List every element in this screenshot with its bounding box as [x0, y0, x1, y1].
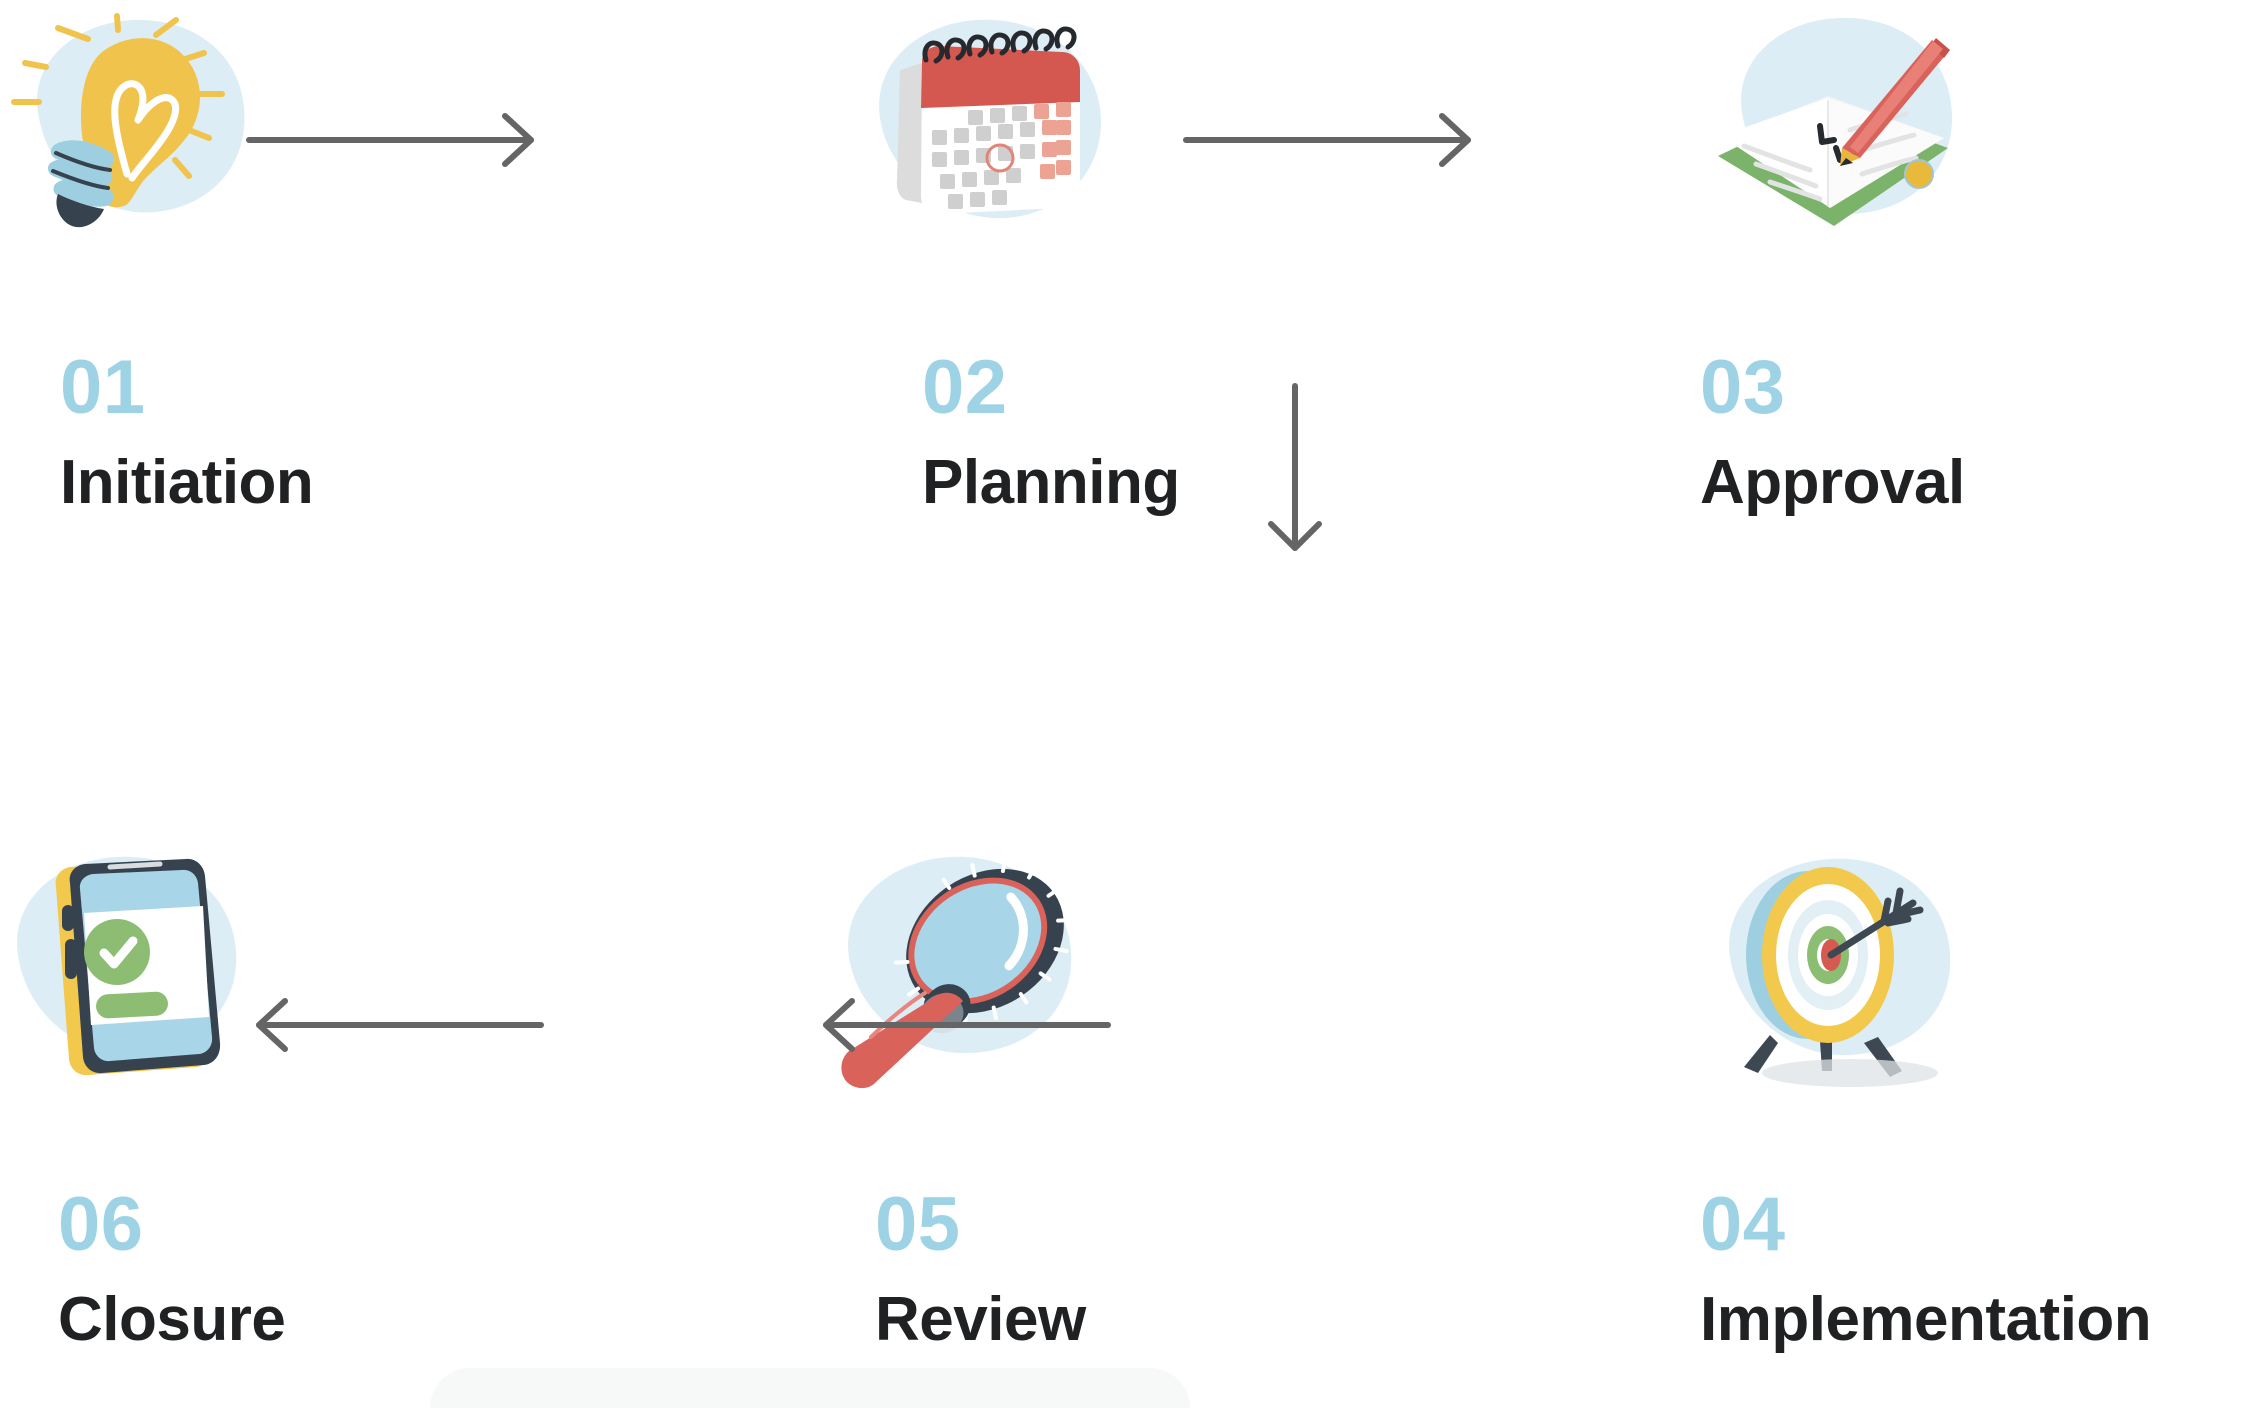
process-step-06[interactable]: 06 Closure	[0, 845, 290, 1351]
step-06-labels: 06 Closure	[0, 1187, 290, 1351]
process-step-03[interactable]: 03 Approval	[1700, 8, 1990, 514]
step-03-labels: 03 Approval	[1700, 350, 1990, 514]
step-number: 02	[922, 345, 1008, 430]
step-05-labels: 05 Review	[835, 1187, 1125, 1351]
step-title: Planning	[922, 448, 1180, 517]
magnifying-glass-icon	[835, 845, 1125, 1095]
target-arrow-icon	[1700, 845, 1990, 1095]
process-step-01[interactable]: 01 Initiation	[0, 8, 314, 517]
step-title: Initiation	[60, 448, 314, 517]
step-number: 01	[60, 345, 146, 430]
arrow-03-to-04	[1235, 382, 1355, 562]
process-step-04[interactable]: 04 Implementation	[1700, 845, 2152, 1354]
step-title: Implementation	[1700, 1285, 2152, 1354]
step-01-labels: 01 Initiation	[0, 345, 314, 517]
step-title: Closure	[58, 1285, 286, 1354]
step-04-labels: 04 Implementation	[1700, 1182, 2152, 1354]
arrow-01-to-02	[245, 100, 545, 180]
bottom-faint-band	[430, 1368, 1190, 1408]
arrow-02-to-03	[1182, 100, 1482, 180]
arrow-04-to-05	[812, 978, 1112, 1073]
step-number: 05	[875, 1182, 961, 1267]
open-book-pencil-icon	[1700, 8, 1990, 258]
lightbulb-icon	[0, 8, 290, 258]
arrow-05-to-06	[245, 978, 545, 1073]
step-number: 04	[1700, 1182, 1786, 1267]
step-number: 06	[58, 1182, 144, 1267]
step-title: Approval	[1700, 448, 1965, 517]
step-title: Review	[875, 1285, 1086, 1354]
step-number: 03	[1700, 345, 1786, 430]
process-step-05[interactable]: 05 Review	[835, 845, 1125, 1351]
step-02-labels: 02 Planning	[860, 350, 1180, 514]
calendar-icon	[860, 8, 1150, 258]
process-step-02[interactable]: 02 Planning	[860, 8, 1180, 514]
smartphone-checkmark-icon	[0, 845, 290, 1095]
